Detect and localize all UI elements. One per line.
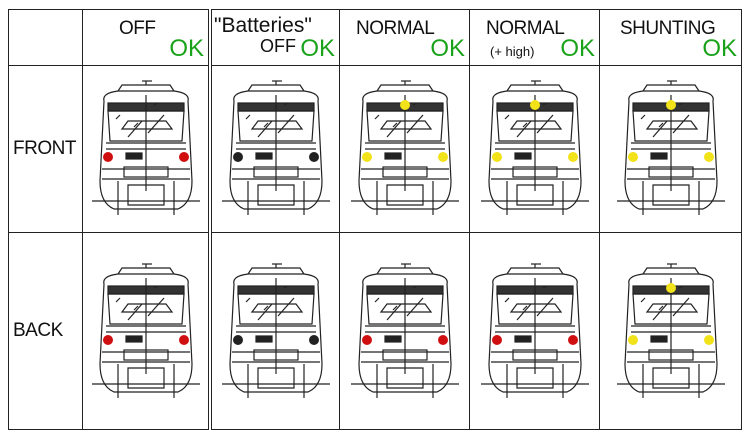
row-label-cell: BACK: [8, 232, 83, 430]
lamp-left: [627, 152, 638, 162]
ok-label: OK: [430, 35, 465, 62]
lamp-left: [627, 335, 638, 345]
headlamp-top: [529, 100, 540, 110]
train-cell: [82, 65, 211, 233]
ok-label: OK: [169, 35, 204, 62]
ok-label: OK: [702, 35, 737, 62]
train-cell: [339, 232, 470, 430]
train-cell: [599, 232, 742, 430]
lamp-right: [437, 335, 448, 345]
lamp-right: [178, 335, 189, 345]
col-title: NORMAL: [356, 18, 435, 39]
train-front-diagram: [350, 80, 459, 215]
train-cell: [599, 65, 742, 233]
train-front-diagram: [616, 80, 725, 215]
train-front-diagram: [91, 80, 200, 215]
col-title: NORMAL: [486, 18, 565, 39]
row-back: BACK: [8, 232, 742, 430]
col-subtitle: OFF: [260, 36, 296, 56]
lamp-left: [491, 335, 502, 345]
train-front-diagram: [221, 263, 330, 398]
row-front: FRONT: [8, 65, 742, 233]
col-header-shunting: SHUNTING OK: [599, 9, 742, 66]
col-header-normal: NORMAL OK: [339, 9, 470, 66]
train-cell: [469, 232, 600, 430]
lighting-table: OFF OK "Batteries" OFF OK NORMAL OK NORM…: [8, 9, 742, 430]
col-header-off: OFF OK: [82, 9, 211, 66]
lamp-right: [567, 152, 578, 162]
col-subtitle: (+ high): [490, 44, 535, 59]
ok-label: OK: [560, 35, 595, 62]
col-title: "Batteries": [214, 14, 312, 37]
lamp-right: [437, 152, 448, 162]
lamp-left: [361, 335, 372, 345]
lamp-right: [703, 335, 714, 345]
train-cell: [208, 232, 340, 430]
train-front-diagram: [480, 80, 589, 215]
header-row: OFF OK "Batteries" OFF OK NORMAL OK NORM…: [8, 9, 742, 66]
col-title: SHUNTING: [620, 18, 716, 39]
lamp-left: [361, 152, 372, 162]
col-header-batteries-off: "Batteries" OFF OK: [208, 9, 340, 66]
corner-cell: [8, 9, 83, 66]
lamp-left: [232, 335, 243, 345]
lamp-right: [703, 152, 714, 162]
train-front-diagram: [616, 263, 725, 398]
lamp-right: [308, 335, 319, 345]
lamp-left: [491, 152, 502, 162]
headlamp-top: [665, 283, 676, 293]
ok-label: OK: [300, 35, 335, 62]
col-title: OFF: [119, 18, 156, 39]
train-cell: [469, 65, 600, 233]
lamp-left: [232, 152, 243, 162]
train-front-diagram: [91, 263, 200, 398]
row-label: FRONT: [13, 138, 76, 159]
col-header-normal-high: NORMAL (+ high) OK: [469, 9, 600, 66]
headlamp-top: [665, 100, 676, 110]
lamp-left: [102, 152, 113, 162]
train-cell: [208, 65, 340, 233]
train-cell: [339, 65, 470, 233]
train-front-diagram: [221, 80, 330, 215]
lamp-right: [178, 152, 189, 162]
row-label: BACK: [13, 320, 63, 341]
headlamp-top: [399, 100, 410, 110]
train-front-diagram: [480, 263, 589, 398]
lamp-left: [102, 335, 113, 345]
lamp-right: [567, 335, 578, 345]
train-cell: [82, 232, 211, 430]
train-front-diagram: [350, 263, 459, 398]
row-label-cell: FRONT: [8, 65, 83, 233]
lamp-right: [308, 152, 319, 162]
